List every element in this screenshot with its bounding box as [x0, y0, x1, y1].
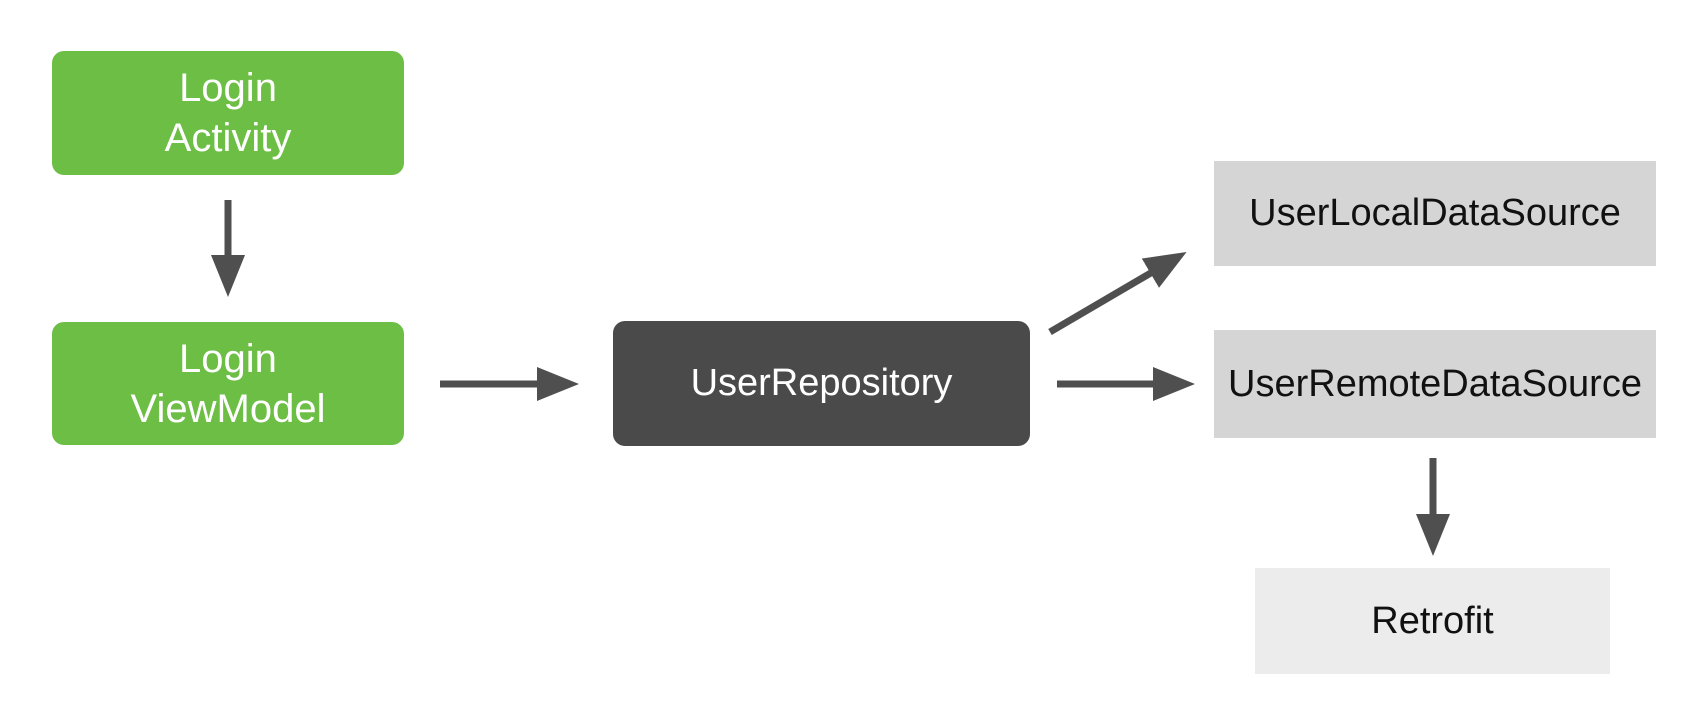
node-user-local-data-source-label: UserLocalDataSource — [1249, 192, 1621, 234]
node-retrofit: Retrofit — [1255, 568, 1610, 674]
node-retrofit-label: Retrofit — [1371, 599, 1494, 642]
node-user-local-data-source: UserLocalDataSource — [1214, 161, 1656, 266]
node-login-activity-label: Login Activity — [164, 66, 292, 160]
node-login-viewmodel: Login ViewModel — [52, 322, 404, 445]
arrow-repository-to-local-data-source — [1048, 251, 1187, 336]
node-user-repository-label: UserRepository — [690, 362, 953, 404]
node-user-remote-data-source: UserRemoteDataSource — [1214, 330, 1656, 438]
node-user-remote-data-source-label: UserRemoteDataSource — [1228, 362, 1642, 405]
node-login-viewmodel-label: Login ViewModel — [130, 336, 326, 431]
node-login-activity: Login Activity — [52, 51, 404, 175]
node-user-repository: UserRepository — [613, 321, 1030, 446]
